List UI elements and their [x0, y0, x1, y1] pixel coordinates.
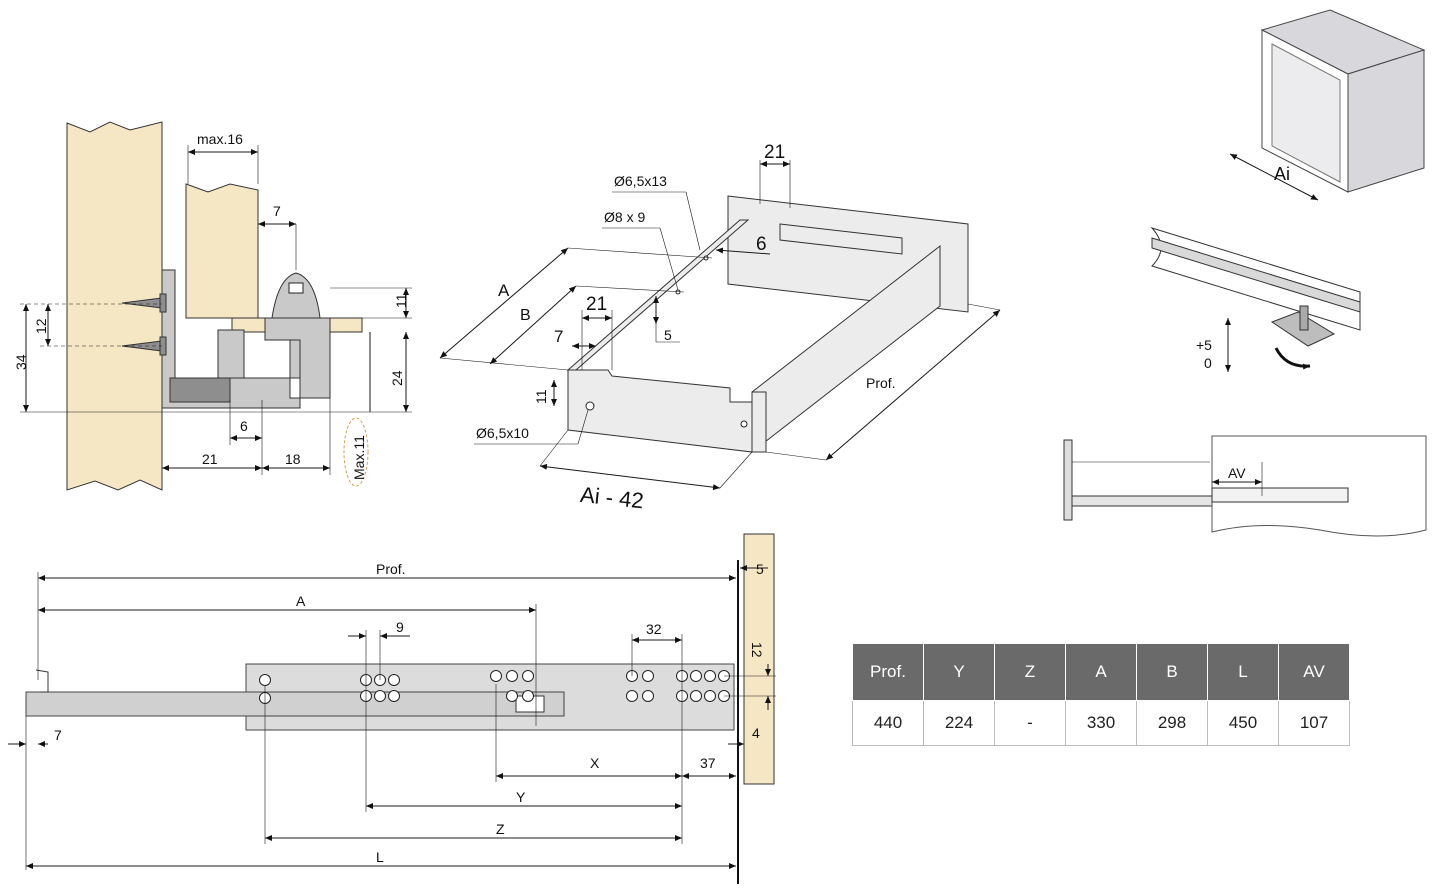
dim-7-runner: 7	[54, 727, 62, 743]
section-view: max.16 7 11 24 12 34 6 21 18 Max.11	[13, 121, 412, 491]
dim-32: 32	[646, 621, 662, 637]
dim-Y: Y	[516, 789, 526, 805]
dim-A-runner: A	[296, 593, 306, 609]
runner-top-bracket	[264, 317, 331, 399]
table-header-row: Prof. Y Z A B L AV	[852, 643, 1350, 701]
screw-upper	[121, 293, 167, 313]
dim-L: L	[376, 849, 384, 865]
table-cell: 450	[1207, 700, 1279, 746]
max11-highlight	[343, 417, 369, 487]
table-header: L	[1207, 643, 1279, 701]
dim-5-iso: 5	[664, 327, 672, 343]
dim-9: 9	[396, 619, 404, 635]
dim-37: 37	[700, 755, 716, 771]
dim-11: 11	[393, 293, 409, 308]
dim-6: 6	[240, 418, 248, 434]
spec-table: Prof. Y Z A B L AV 440 224 - 330 298 450…	[852, 643, 1350, 746]
table-cell: 330	[1065, 700, 1137, 746]
table-header: Prof.	[852, 643, 924, 701]
rotate-arrow-icon	[1274, 347, 1311, 370]
drawer-front-panel	[567, 369, 753, 453]
height-adjust-view: +5 0	[1150, 226, 1361, 372]
pin-hole	[288, 282, 304, 294]
dim-max16: max.16	[197, 131, 243, 147]
dim-7-iso: 7	[554, 327, 563, 346]
adjust-zero: 0	[1204, 355, 1212, 371]
dim-34: 34	[13, 354, 29, 370]
dim-21: 21	[202, 451, 218, 467]
dim-12-runner: 12	[749, 642, 765, 658]
table-header: Y	[923, 643, 995, 701]
table-header: A	[1065, 643, 1137, 701]
drawer-side-panel	[185, 183, 259, 319]
table-cell: 440	[852, 700, 924, 746]
runner-slider	[169, 377, 231, 403]
table-header: B	[1136, 643, 1208, 701]
dim-21-top: 21	[764, 142, 785, 163]
dim-av: AV	[1228, 465, 1246, 481]
cabinet-side-panel	[66, 121, 163, 491]
locking-device	[217, 329, 245, 379]
table-cell: -	[994, 700, 1066, 746]
av-view: AV	[1063, 435, 1427, 537]
dim-7: 7	[273, 203, 281, 219]
table-cell: 298	[1136, 700, 1208, 746]
runner-side-view: Prof. A 9 32 5 12 4 7	[8, 533, 776, 884]
cabinet-side	[1347, 49, 1425, 193]
dim-21-iso: 21	[586, 294, 607, 315]
dim-18: 18	[285, 451, 301, 467]
cabinet-view: Ai	[1229, 9, 1426, 201]
adjust-plus5: +5	[1196, 337, 1212, 353]
dim-prof: Prof.	[376, 561, 406, 577]
dim-prof-iso: Prof.	[866, 375, 896, 391]
locking-pin	[271, 272, 321, 319]
runner-inner-rail	[25, 691, 565, 717]
dim-24: 24	[389, 370, 405, 386]
dim-12: 12	[33, 318, 49, 334]
table-header: AV	[1278, 643, 1350, 701]
dim-max11: Max.11	[351, 435, 367, 480]
front-panel-section	[743, 533, 775, 785]
table-cell: 224	[923, 700, 995, 746]
table-cell: 107	[1278, 700, 1350, 746]
cabinet-section	[1211, 435, 1427, 537]
dim-11-iso: 11	[533, 389, 549, 404]
dim-X: X	[590, 755, 600, 771]
dim-ai42: Ai - 42	[579, 482, 645, 514]
hole-label-mid: Ø8 x 9	[604, 209, 645, 225]
dim-ai: Ai	[1274, 164, 1290, 184]
dim-5-runner: 5	[756, 561, 764, 577]
dim-4: 4	[752, 725, 760, 741]
hole-label-top: Ø6,5x13	[614, 173, 667, 189]
hole-label-bottom: Ø6,5x10	[476, 425, 529, 441]
table-header: Z	[994, 643, 1066, 701]
drawer-iso-view: 21 Ø6,5x13 Ø8 x 9 6 A B 21 7 5 11 Ø6,5x1…	[439, 142, 1001, 514]
dim-A: A	[498, 281, 510, 300]
table-row: 440 224 - 330 298 450 107	[852, 700, 1350, 746]
back-panel-slot	[779, 223, 903, 255]
dim-Z: Z	[496, 821, 505, 837]
hole-pattern	[259, 670, 730, 704]
dim-6: 6	[756, 234, 767, 255]
dim-B: B	[520, 307, 531, 324]
